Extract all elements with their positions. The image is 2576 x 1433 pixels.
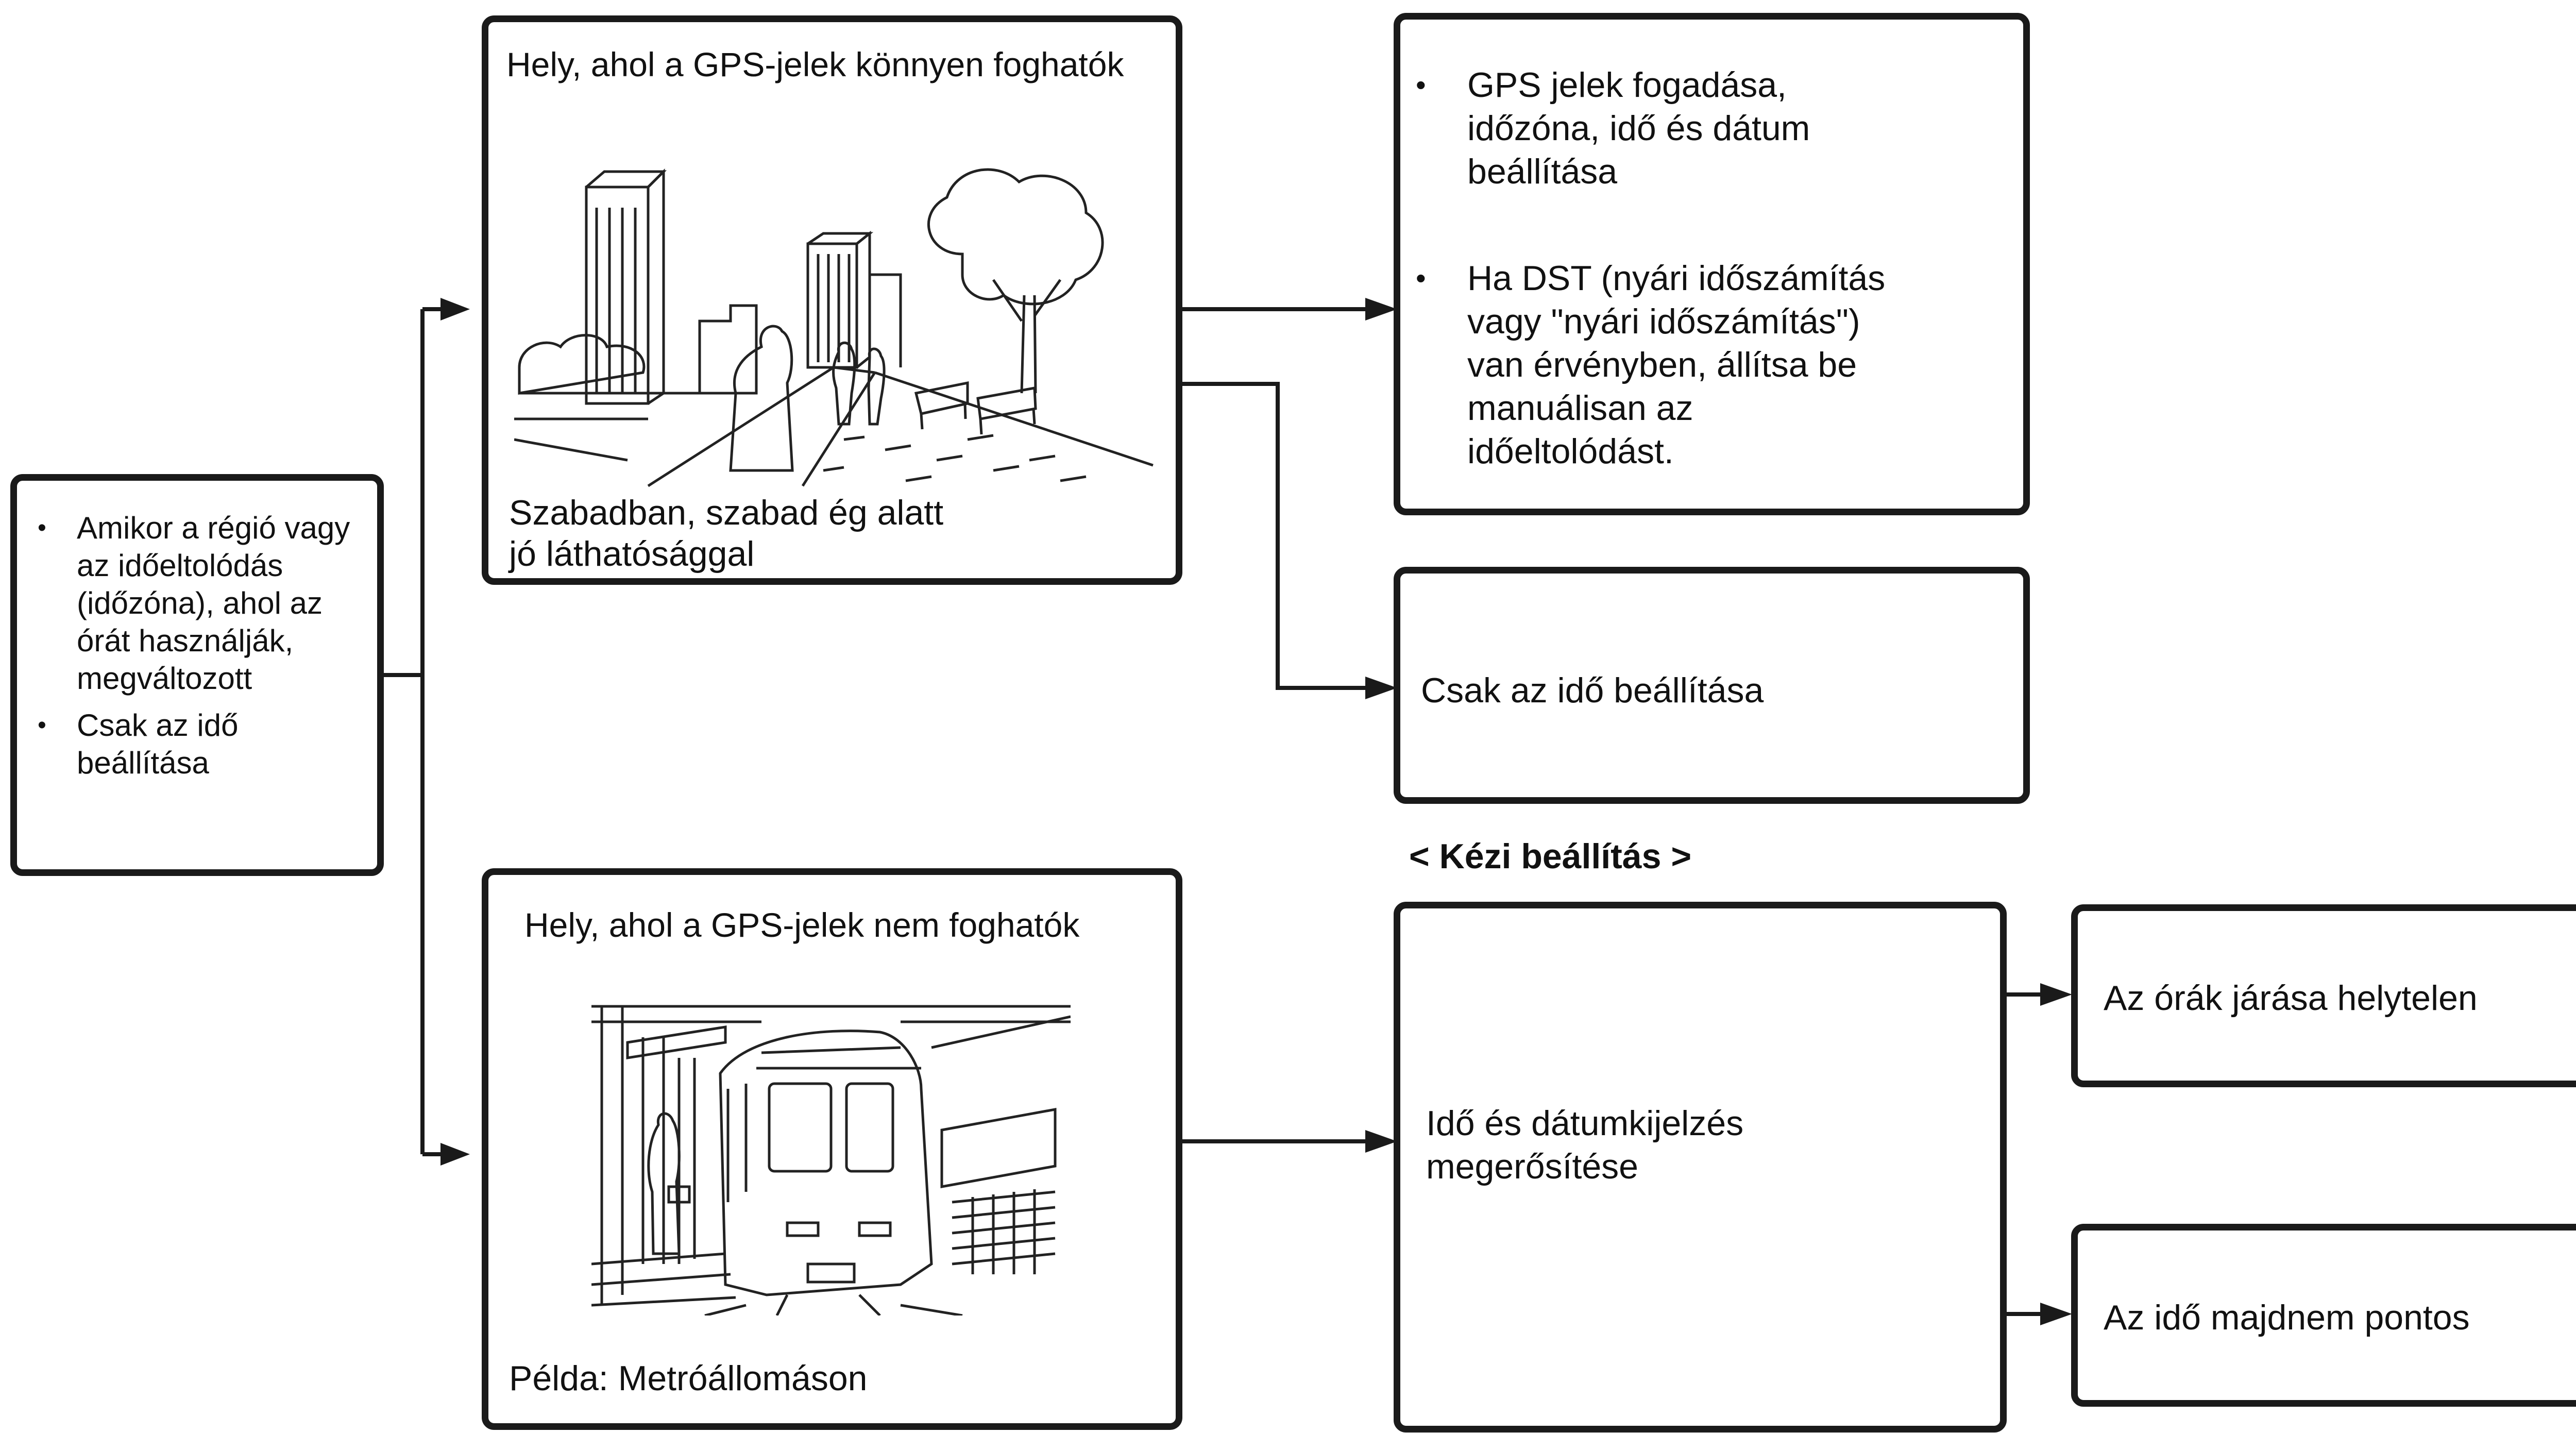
gps-result-bullet-2: •: [1416, 262, 1426, 294]
gps-result-item1-line: beállítása: [1467, 152, 1618, 191]
gps-result-item2-line: van érvényben, állítsa be: [1467, 345, 1857, 384]
gps-result-item1-line: időzóna, idő és dátum: [1467, 109, 1810, 148]
arrowhead-accurate: [2040, 1303, 2072, 1325]
gps-result-bullet-1: •: [1416, 69, 1426, 101]
confirm-text-line2: megerősítése: [1426, 1147, 1638, 1186]
confirm-display-box: Idő és dátumkijelzés megerősítése: [1394, 902, 2007, 1432]
manual-setting-heading: < Kézi beállítás >: [1409, 837, 1692, 876]
arrowhead-confirm: [1365, 1130, 1397, 1153]
outdoor-caption-line1: Szabadban, szabad ég alatt: [509, 493, 944, 532]
indoor-caption: Példa: Metróállomáson: [509, 1359, 868, 1398]
time-only-box: Csak az idő beállítása: [1394, 567, 2030, 804]
clock-incorrect-text: Az órák járása helytelen: [2104, 979, 2478, 1018]
gps-result-item2-line: időeltolódást.: [1467, 432, 1674, 471]
arrowhead-time-only: [1365, 677, 1397, 699]
outdoor-location-box: Hely, ahol a GPS-jelek könnyen foghatók: [482, 15, 1182, 585]
start-condition-box: Amikor a régió vagy az időeltolódás (idő…: [10, 474, 384, 876]
subway-station-illustration: [591, 1005, 1071, 1316]
time-accurate-box: Az idő majdnem pontos: [2071, 1224, 2576, 1407]
outdoor-caption-line2: jó láthatósággal: [509, 534, 755, 574]
start-condition-item: Amikor a régió vagy az időeltolódás (idő…: [32, 509, 362, 697]
outdoor-city-illustration: [514, 168, 1154, 487]
gps-result-item2-line: Ha DST (nyári időszámítás: [1467, 259, 1886, 298]
arrowhead-gps-result: [1365, 298, 1397, 321]
confirm-text-line1: Idő és dátumkijelzés: [1426, 1104, 1744, 1143]
clock-incorrect-box: Az órák járása helytelen: [2071, 904, 2576, 1087]
arrowhead-outdoor: [440, 298, 470, 321]
gps-result-item2-line: manuálisan az: [1467, 389, 1693, 428]
gps-result-box: • GPS jelek fogadása, időzóna, idő és dá…: [1394, 13, 2030, 515]
time-accurate-text: Az idő majdnem pontos: [2104, 1298, 2470, 1337]
time-only-text: Csak az idő beállítása: [1421, 671, 1764, 710]
start-condition-list: Amikor a régió vagy az időeltolódás (idő…: [32, 509, 362, 782]
arrowhead-indoor: [440, 1143, 470, 1166]
indoor-location-box: Hely, ahol a GPS-jelek nem foghatók: [482, 868, 1182, 1430]
indoor-title: Hely, ahol a GPS-jelek nem foghatók: [524, 906, 1080, 944]
arrow-to-time-only: [1180, 382, 1365, 690]
outdoor-title: Hely, ahol a GPS-jelek könnyen foghatók: [506, 45, 1124, 83]
gps-result-item2-line: vagy "nyári időszámítás"): [1467, 302, 1860, 341]
start-condition-item: Csak az idő beállítása: [32, 706, 362, 782]
gps-result-item1-line: GPS jelek fogadása,: [1467, 65, 1787, 105]
arrowhead-incorrect: [2040, 983, 2072, 1006]
